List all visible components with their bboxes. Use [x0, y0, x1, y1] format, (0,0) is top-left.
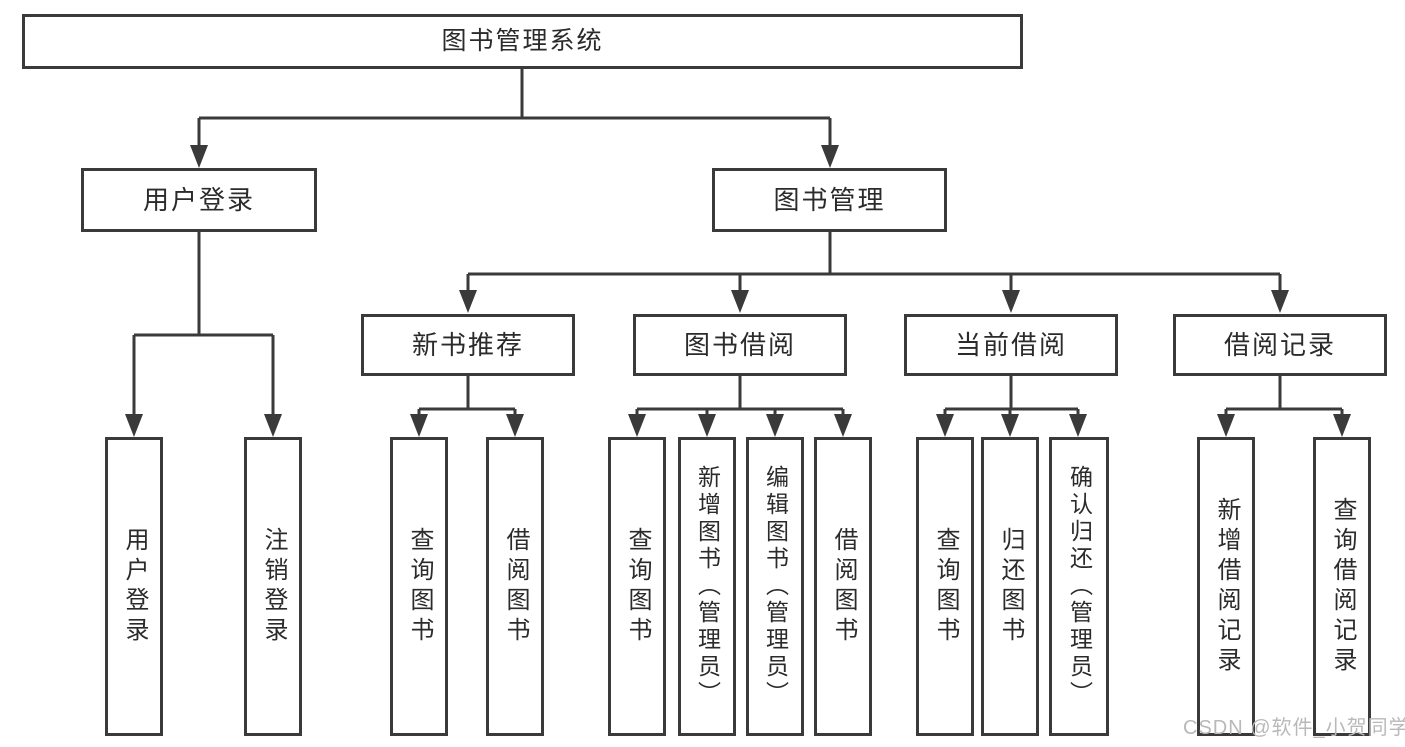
- node-leaf-query-book-1: 查询图书: [390, 437, 448, 736]
- node-leaf-user-login: 用户登录: [105, 437, 163, 736]
- node-current-borrow: 当前借阅: [904, 314, 1118, 376]
- node-leaf-add-borrow-record: 新增借阅记录: [1197, 437, 1255, 736]
- node-leaf-borrow-book-1: 借阅图书: [486, 437, 544, 736]
- node-new-book-recommend: 新书推荐: [361, 314, 575, 376]
- node-leaf-logout: 注销登录: [244, 437, 302, 736]
- node-user-login: 用户登录: [81, 168, 317, 232]
- node-leaf-confirm-return-admin: 确认归还（管理员）: [1049, 437, 1109, 736]
- node-borrow-record: 借阅记录: [1173, 314, 1387, 376]
- node-leaf-query-borrow-record: 查询借阅记录: [1313, 437, 1371, 736]
- node-leaf-add-book-admin: 新增图书（管理员）: [678, 437, 736, 736]
- node-book-borrow: 图书借阅: [633, 314, 847, 376]
- arrowheads: [125, 145, 1351, 437]
- node-library-management-system: 图书管理系统: [22, 14, 1023, 69]
- node-leaf-return-book: 归还图书: [981, 437, 1039, 736]
- csdn-watermark: CSDN @软件_小贺同学: [1183, 717, 1405, 739]
- node-book-management: 图书管理: [712, 168, 947, 232]
- node-leaf-query-book-2: 查询图书: [608, 437, 666, 736]
- node-leaf-borrow-book-2: 借阅图书: [814, 437, 872, 736]
- node-leaf-query-book-3: 查询图书: [916, 437, 974, 736]
- node-leaf-edit-book-admin: 编辑图书（管理员）: [746, 437, 804, 736]
